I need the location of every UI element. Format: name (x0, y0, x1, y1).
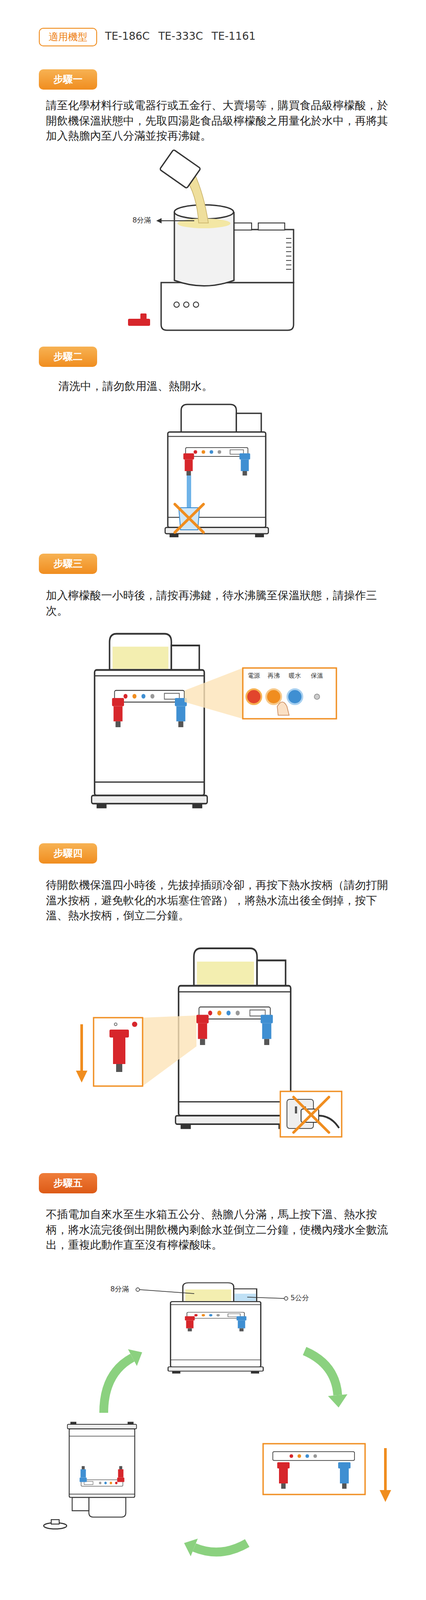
callout-label: 8分滿 (132, 215, 151, 226)
step-band: 步驟二 (38, 346, 98, 367)
instruction-text: 不插電加自來水至生水箱五公分、熱膽八分滿，馬上按下溫、熱水按柄，將水流完後倒出開… (45, 1206, 395, 1253)
step-heading: 步驟五 (53, 1176, 83, 1190)
instruction-text: 清洗中，請勿飲用溫、熱開水。 (58, 378, 408, 395)
step-heading: 步驟三 (53, 557, 83, 571)
model-list: TE-186C TE-333C TE-1161 (105, 30, 256, 43)
step-heading: 步驟四 (53, 846, 83, 860)
callout-label: 再沸 (264, 671, 283, 680)
step3-illustration (91, 633, 337, 809)
callout-label: 暖水 (286, 671, 304, 680)
step-heading: 步驟一 (53, 72, 83, 87)
step-band: 步驟四 (38, 843, 98, 864)
step5-illustration (43, 1282, 392, 1557)
model-tag: 適用機型 (38, 27, 98, 47)
instruction-text: 請至化學材料行或電器行或五金行、大賣場等，購買食品級檸檬酸，於開飲機保溫狀態中，… (45, 98, 395, 144)
callout-label: 5公分 (290, 1293, 310, 1303)
step2-illustration (165, 404, 269, 538)
model-heading: 適用機型 (48, 30, 88, 44)
step1-illustration (128, 149, 294, 331)
step-band: 步驟三 (38, 553, 98, 574)
callout-label: 保溫 (308, 671, 326, 680)
step-band: 步驟一 (38, 69, 98, 90)
step-band: 步驟五 (38, 1172, 98, 1194)
instruction-text: 加入檸檬酸一小時後，請按再沸鍵，待水沸騰至保溫狀態，請操作三次。 (45, 588, 395, 619)
step-heading: 步驟二 (53, 350, 83, 364)
callout-label: 電源 (245, 671, 263, 680)
instruction-text: 待開飲機保溫四小時後，先拔掉插頭冷卻，再按下熱水按柄（請勿打開溫水按柄，避免軟化… (45, 877, 395, 924)
callout-label: 8分滿 (110, 1284, 129, 1294)
step4-illustration (75, 948, 342, 1137)
